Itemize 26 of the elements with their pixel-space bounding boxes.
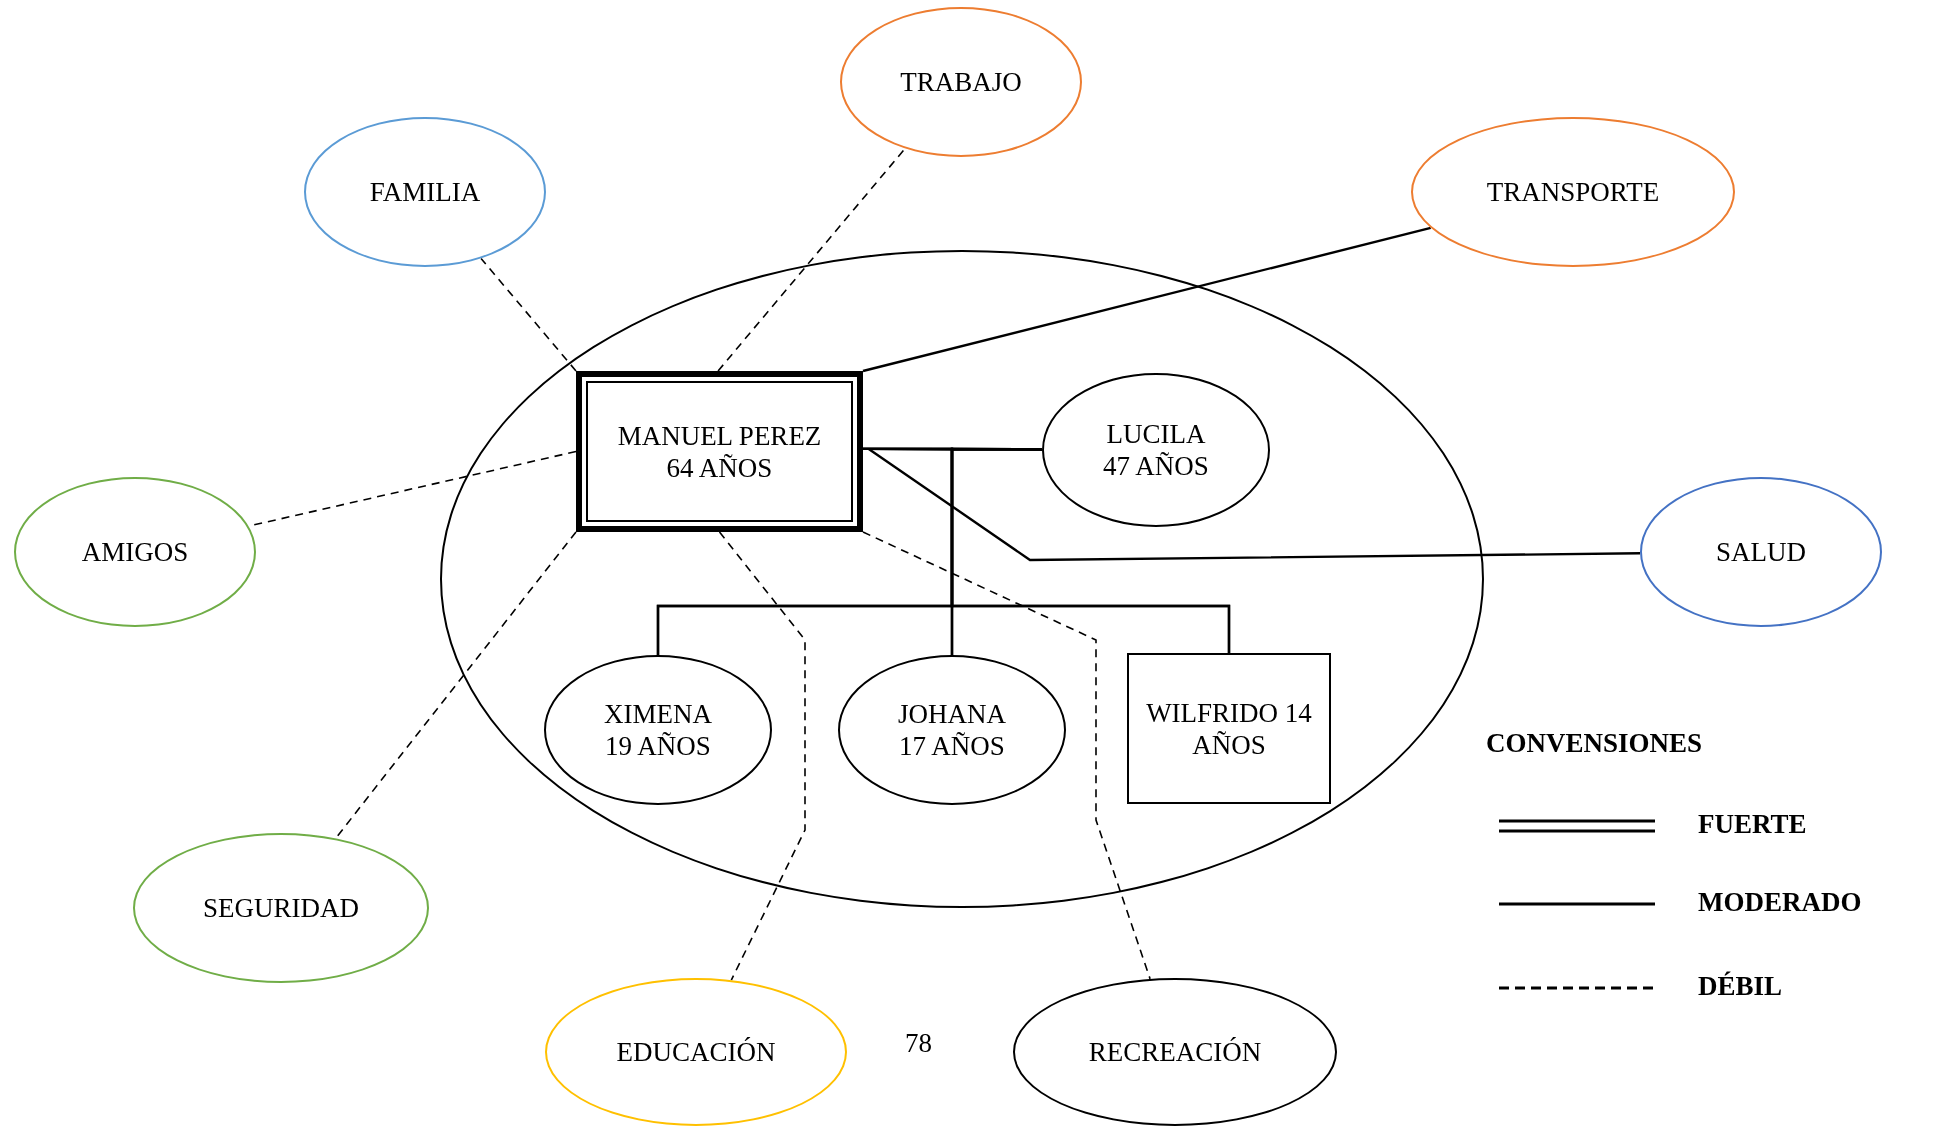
system-ellipse (1640, 477, 1882, 627)
page-number: 78 (905, 1028, 932, 1059)
dashed-line (718, 531, 806, 981)
system-ellipse (1411, 117, 1735, 267)
legend-label: DÉBIL (1698, 971, 1783, 1002)
system-ellipse (840, 7, 1082, 157)
legend-label: FUERTE (1698, 809, 1807, 840)
legend-label: MODERADO (1698, 887, 1862, 918)
dashed-line (862, 531, 1151, 980)
system-ellipse (1013, 978, 1337, 1126)
system-ellipse (545, 978, 847, 1126)
person-ellipse (544, 655, 772, 805)
connector-line (950, 447, 1231, 653)
legend-title: CONVENSIONES (1486, 728, 1703, 759)
dashed-line (717, 147, 906, 372)
person-box (1127, 653, 1331, 804)
connector-line (862, 226, 1432, 373)
person-ellipse (838, 655, 1066, 805)
person-ellipse (1042, 373, 1270, 527)
system-ellipse (304, 117, 546, 267)
dashed-line (480, 257, 577, 372)
person-box (576, 371, 863, 532)
connector-line (868, 447, 1641, 562)
family-ellipse (440, 250, 1484, 908)
system-ellipse (133, 833, 429, 983)
system-ellipse (14, 477, 256, 627)
